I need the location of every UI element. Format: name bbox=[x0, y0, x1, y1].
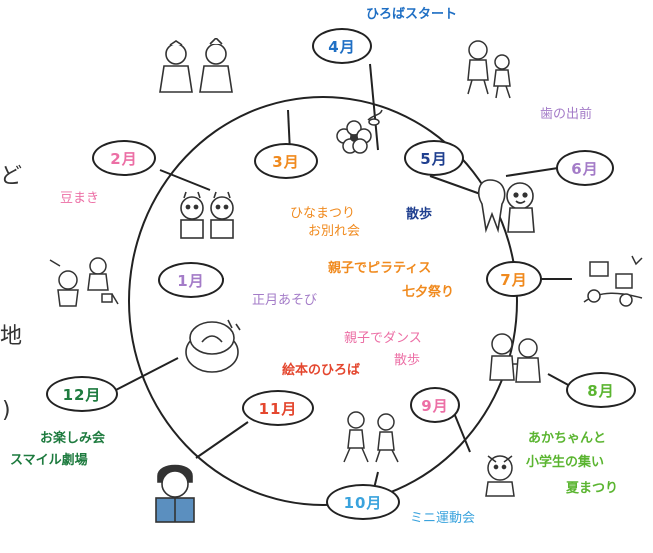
event-mar-hinamatsuri: ひなまつり bbox=[290, 206, 356, 221]
mochi-icon bbox=[185, 319, 241, 373]
cherry-blossom-icon bbox=[336, 109, 383, 154]
children-dancing-icon bbox=[489, 333, 541, 383]
event-aug-kids: 小学生の集い bbox=[526, 455, 605, 470]
month-badge-aug: 8月 bbox=[566, 372, 636, 408]
cropped-char-3: ) bbox=[2, 398, 11, 423]
event-jul-tanabata: 七夕祭り bbox=[402, 285, 455, 300]
tooth-kids-icon bbox=[477, 179, 535, 234]
month-badge-feb: 2月 bbox=[92, 140, 156, 176]
event-dec-smile: スマイル劇場 bbox=[10, 453, 88, 468]
reading-child-icon bbox=[155, 464, 195, 523]
kids-walking-icon bbox=[467, 40, 511, 99]
month-badge-apr: 4月 bbox=[312, 28, 372, 64]
event-aug-festival: 夏まつり bbox=[566, 481, 619, 496]
month-badge-dec: 12月 bbox=[46, 376, 118, 412]
month-badge-mar: 3月 bbox=[254, 143, 318, 179]
cropped-char-2: 地 bbox=[0, 324, 23, 349]
month-badge-nov: 11月 bbox=[242, 390, 314, 426]
month-badge-oct: 10月 bbox=[326, 484, 400, 520]
event-mar-farewell: お別れ会 bbox=[308, 224, 361, 239]
festival-kid-icon bbox=[485, 455, 515, 497]
calendar-ring bbox=[128, 96, 518, 506]
month-badge-sep: 9月 bbox=[410, 387, 460, 423]
event-may-walk: 散歩 bbox=[406, 207, 433, 222]
relay-kids-icon bbox=[343, 411, 399, 463]
cropped-char-1: ど bbox=[0, 164, 23, 189]
event-sep-walk: 散歩 bbox=[394, 353, 421, 368]
event-sep-dance: 親子でダンス bbox=[344, 331, 422, 346]
event-dec-fun: お楽しみ会 bbox=[40, 431, 106, 446]
event-feb-mamemaki: 豆まき bbox=[60, 191, 100, 206]
month-badge-may: 5月 bbox=[404, 140, 464, 176]
month-badge-jul: 7月 bbox=[486, 261, 542, 297]
oni-mask-kids-icon bbox=[180, 191, 234, 239]
event-oct-sports: ミニ運動会 bbox=[410, 511, 476, 526]
event-apr-start: ひろばスタート bbox=[366, 7, 458, 22]
event-nov-picturebook: 絵本のひろば bbox=[282, 363, 361, 378]
hina-dolls-icon bbox=[159, 38, 233, 93]
event-jan-play: 正月あそび bbox=[252, 293, 318, 308]
new-year-kids-icon bbox=[49, 257, 119, 307]
event-jul-pilates: 親子でピラティス bbox=[328, 261, 432, 276]
tanabata-kids-icon bbox=[583, 255, 643, 307]
month-badge-jun: 6月 bbox=[556, 150, 614, 186]
event-jun-dental: 歯の出前 bbox=[540, 107, 593, 122]
month-badge-jan: 1月 bbox=[158, 262, 224, 298]
event-aug-baby: あかちゃんと bbox=[528, 431, 607, 446]
